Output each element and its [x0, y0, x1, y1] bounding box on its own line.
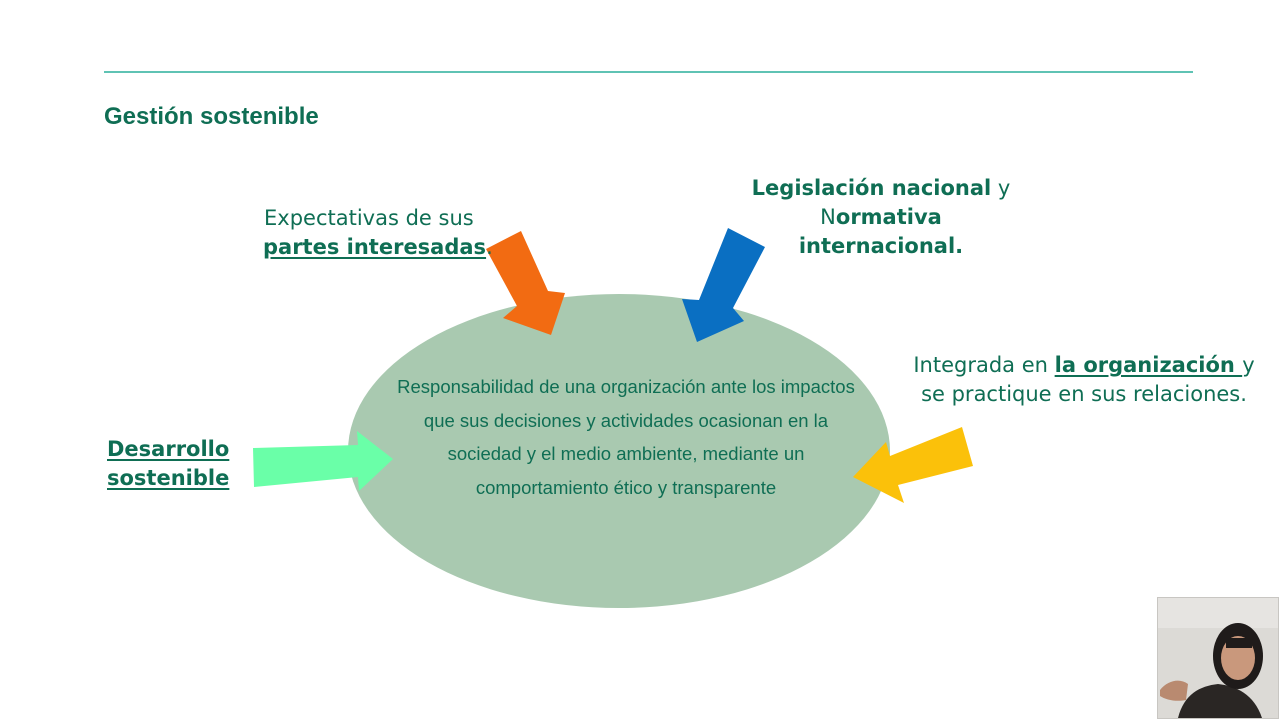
label-normativa-initial: N	[820, 205, 836, 229]
label-partes-interesadas: partes interesadas	[263, 235, 487, 259]
label-normativa-internacional: ormativa internacional.	[798, 205, 964, 258]
label-integrada-post: y	[1242, 353, 1255, 377]
top-divider-line	[104, 71, 1193, 73]
label-legislacion-y: y	[991, 176, 1011, 200]
label-desarrollo-sostenible: Desarrollo sostenible	[107, 435, 229, 493]
label-integrada-pre: Integrada en	[913, 353, 1055, 377]
label-expectativas-line1: Expectativas de sus	[264, 206, 474, 230]
yellow-arrow	[853, 427, 973, 503]
label-desarrollo-line2: sostenible	[107, 466, 230, 490]
label-integrada: Integrada en la organización y se practi…	[912, 351, 1256, 409]
center-ellipse	[348, 294, 890, 608]
label-integrada-line2: se practique en sus relaciones.	[921, 382, 1247, 406]
label-expectativas: Expectativas de sus partes interesadas.	[263, 204, 493, 262]
blue-arrow	[682, 228, 765, 342]
slide-title: Gestión sostenible	[104, 103, 319, 130]
center-definition-text: Responsabilidad de una organización ante…	[397, 376, 855, 498]
label-desarrollo-line1: Desarrollo	[107, 437, 230, 461]
label-legislacion-nacional: Legislación nacional	[751, 176, 992, 200]
green-arrow	[253, 431, 393, 491]
label-legislacion: Legislación nacional y Normativa interna…	[742, 174, 1020, 261]
presenter-webcam-thumbnail[interactable]	[1157, 597, 1279, 719]
label-la-organizacion: la organización	[1054, 353, 1243, 377]
orange-arrow	[486, 231, 565, 335]
presenter-silhouette-icon	[1158, 598, 1278, 718]
label-expectativas-tail: .	[486, 235, 493, 259]
